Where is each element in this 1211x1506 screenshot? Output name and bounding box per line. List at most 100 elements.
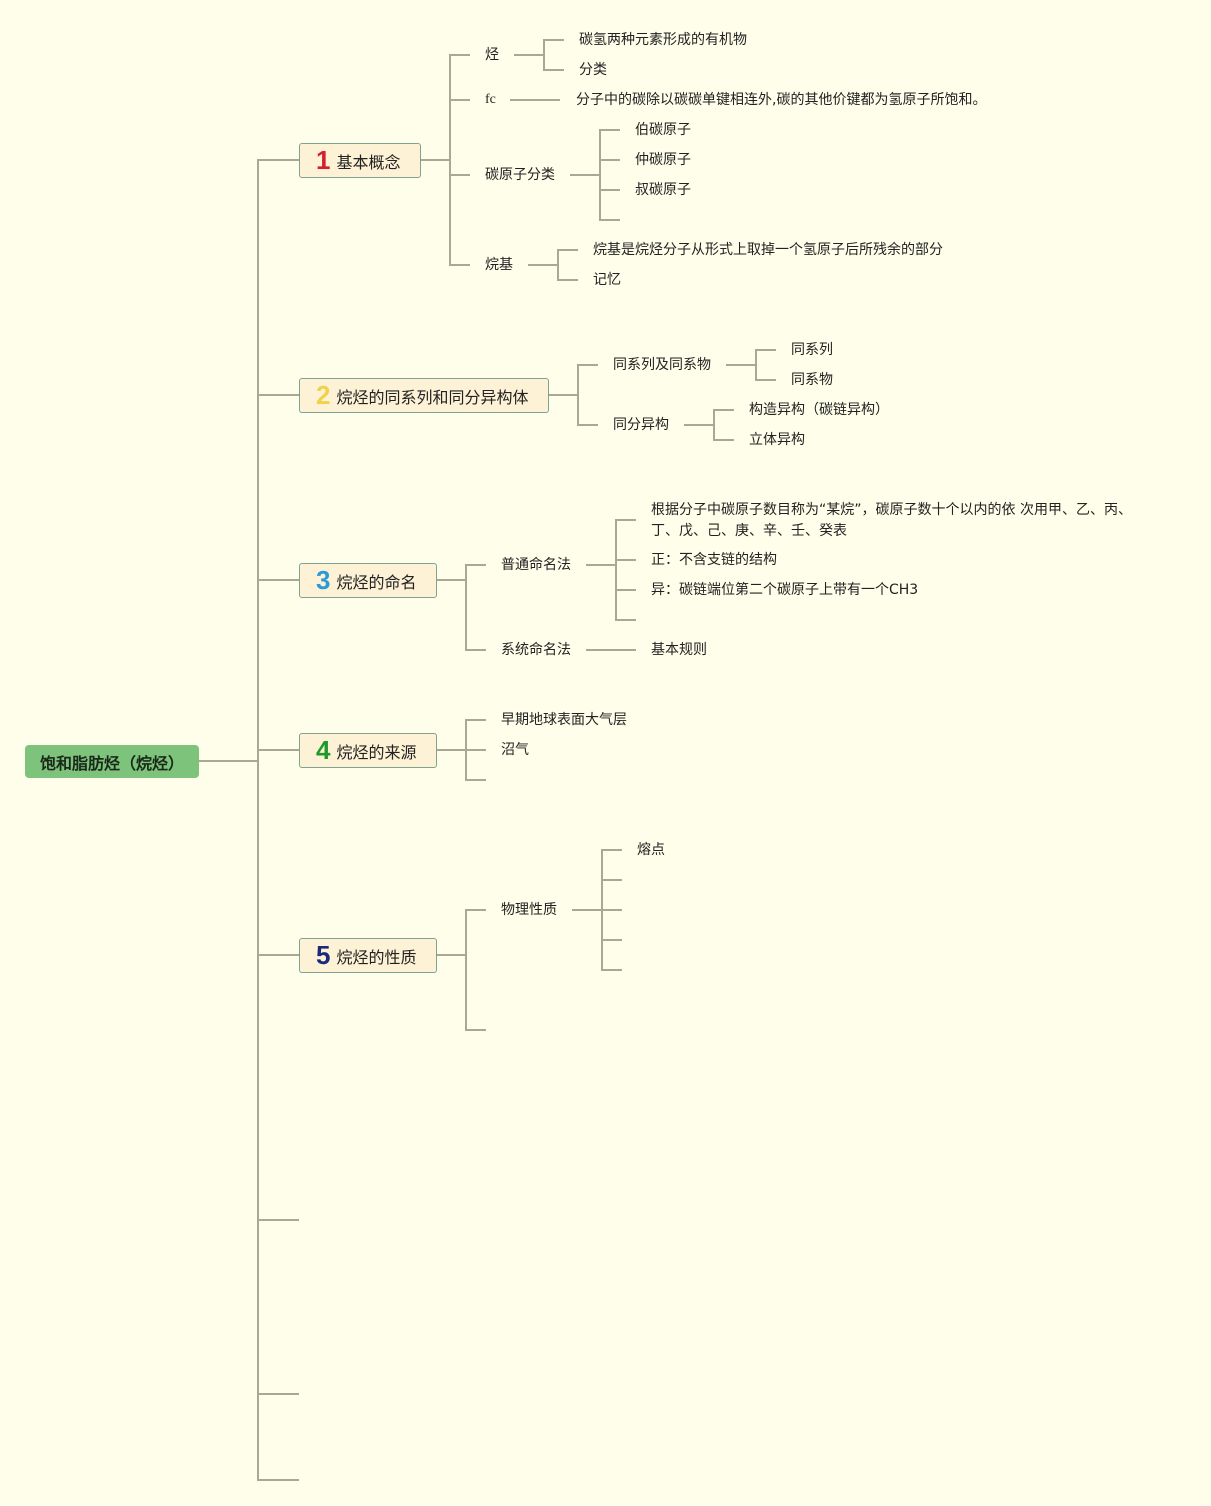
node-physical-properties[interactable]: 物理性质 — [501, 902, 557, 918]
connector-line — [420, 159, 450, 161]
connector-line — [616, 589, 636, 591]
node-alkyl[interactable]: 烷基 — [485, 257, 513, 273]
node-isomer[interactable]: 同分异构 — [613, 417, 669, 433]
node-common-rule-line2[interactable]: 丁、戊、己、庚、辛、壬、癸表 — [651, 523, 847, 539]
connector-line — [466, 779, 486, 781]
node-stereo-isomer[interactable]: 立体异构 — [749, 432, 805, 448]
topic-label: 烷烃的性质 — [336, 947, 417, 967]
connector-line — [258, 394, 299, 396]
topic-label: 烷烃的来源 — [336, 742, 417, 762]
connector-line — [713, 409, 715, 441]
connector-line — [257, 159, 259, 1481]
number-2-icon: 2 — [316, 380, 331, 410]
connector-line — [577, 364, 579, 426]
node-tertiary-carbon[interactable]: 叔碳原子 — [635, 182, 691, 198]
connector-line — [684, 424, 714, 426]
connector-line — [450, 99, 470, 101]
connector-line — [600, 129, 620, 131]
connector-line — [600, 159, 620, 161]
node-basic-rules[interactable]: 基本规则 — [651, 642, 707, 658]
connector-line — [466, 909, 486, 911]
number-4-icon: 4 — [316, 735, 331, 765]
connector-line — [258, 1479, 299, 1481]
node-fc-def[interactable]: 分子中的碳除以碳碳单键相连外,碳的其他价键都为氢原子所饱和。 — [576, 92, 987, 108]
connector-line — [602, 879, 622, 881]
connector-line — [557, 249, 559, 281]
number-5-icon: 5 — [316, 940, 331, 970]
connector-line — [602, 969, 622, 971]
number-1-icon: 1 — [316, 145, 331, 175]
connector-line — [616, 519, 636, 521]
connector-line — [436, 954, 466, 956]
connector-line — [465, 909, 467, 1031]
node-homolog-item[interactable]: 同系物 — [791, 372, 833, 388]
node-melting-point[interactable]: 熔点 — [637, 842, 665, 858]
connector-line — [756, 349, 776, 351]
node-alkyl-def[interactable]: 烷基是烷烃分子从形式上取掉一个氢原子后所残余的部分 — [593, 242, 943, 258]
topic-label: 烷烃的同系列和同分异构体 — [336, 387, 529, 407]
node-common-rule-line1[interactable]: 根据分子中碳原子数目称为“某烷”，碳原子数十个以内的依 次用甲、乙、丙、 — [651, 502, 1132, 518]
node-iso[interactable]: 异：碳链端位第二个碳原子上带有一个CH3 — [651, 582, 919, 598]
connector-line — [466, 564, 486, 566]
node-carbon-class[interactable]: 碳原子分类 — [485, 167, 555, 183]
connector-line — [755, 349, 757, 381]
connector-line — [558, 279, 578, 281]
connector-line — [544, 39, 564, 41]
connector-line — [436, 579, 466, 581]
node-homolog[interactable]: 同系列及同系物 — [613, 357, 711, 373]
topic-sources[interactable]: 4 烷烃的来源 — [299, 733, 437, 768]
connector-line — [558, 249, 578, 251]
connector-line — [465, 564, 467, 651]
connector-line — [600, 189, 620, 191]
connector-line — [466, 749, 486, 751]
node-structural-isomer[interactable]: 构造异构（碳链异构） — [749, 402, 889, 418]
connector-line — [714, 409, 734, 411]
connector-line — [570, 174, 600, 176]
topic-naming[interactable]: 3 烷烃的命名 — [299, 563, 437, 598]
connector-line — [586, 564, 616, 566]
connector-line — [450, 54, 470, 56]
connector-line — [602, 939, 622, 941]
connector-line — [602, 849, 622, 851]
node-hydrocarbon-def[interactable]: 碳氢两种元素形成的有机物 — [579, 32, 747, 48]
topic-properties[interactable]: 5 烷烃的性质 — [299, 938, 437, 973]
connector-line — [586, 649, 636, 651]
topic-label: 基本概念 — [336, 152, 401, 172]
connector-line — [258, 1393, 299, 1395]
connector-line — [616, 619, 636, 621]
connector-line — [466, 649, 486, 651]
node-marsh-gas[interactable]: 沼气 — [501, 742, 529, 758]
topic-basic-concepts[interactable]: 1 基本概念 — [299, 143, 421, 178]
connector-line — [198, 760, 258, 762]
node-systematic-naming[interactable]: 系统命名法 — [501, 642, 571, 658]
node-hydrocarbon-class[interactable]: 分类 — [579, 62, 607, 78]
node-early-atmosphere[interactable]: 早期地球表面大气层 — [501, 712, 627, 728]
connector-line — [528, 264, 558, 266]
connector-line — [436, 749, 466, 751]
node-common-naming[interactable]: 普通命名法 — [501, 557, 571, 573]
connector-line — [258, 749, 299, 751]
connector-line — [578, 364, 598, 366]
connector-line — [726, 364, 756, 366]
root-node[interactable]: 饱和脂肪烃（烷烃） — [25, 745, 199, 778]
connector-line — [258, 579, 299, 581]
root-label: 饱和脂肪烃（烷烃） — [39, 753, 184, 773]
node-normal[interactable]: 正：不含支链的结构 — [651, 552, 777, 568]
node-alkyl-memo[interactable]: 记忆 — [593, 272, 621, 288]
node-homolog-series[interactable]: 同系列 — [791, 342, 833, 358]
connector-line — [450, 264, 470, 266]
connector-line — [466, 1029, 486, 1031]
node-primary-carbon[interactable]: 伯碳原子 — [635, 122, 691, 138]
topic-label: 烷烃的命名 — [336, 572, 417, 592]
connector-line — [578, 424, 598, 426]
node-fc[interactable]: fc — [485, 92, 496, 107]
connector-line — [450, 174, 470, 176]
topic-homologs-isomers[interactable]: 2 烷烃的同系列和同分异构体 — [299, 378, 549, 413]
connector-line — [258, 954, 299, 956]
node-secondary-carbon[interactable]: 仲碳原子 — [635, 152, 691, 168]
connector-line — [510, 99, 560, 101]
connector-line — [514, 54, 544, 56]
connector-line — [714, 439, 734, 441]
connector-line — [602, 909, 622, 911]
node-hydrocarbon[interactable]: 烃 — [485, 47, 499, 63]
